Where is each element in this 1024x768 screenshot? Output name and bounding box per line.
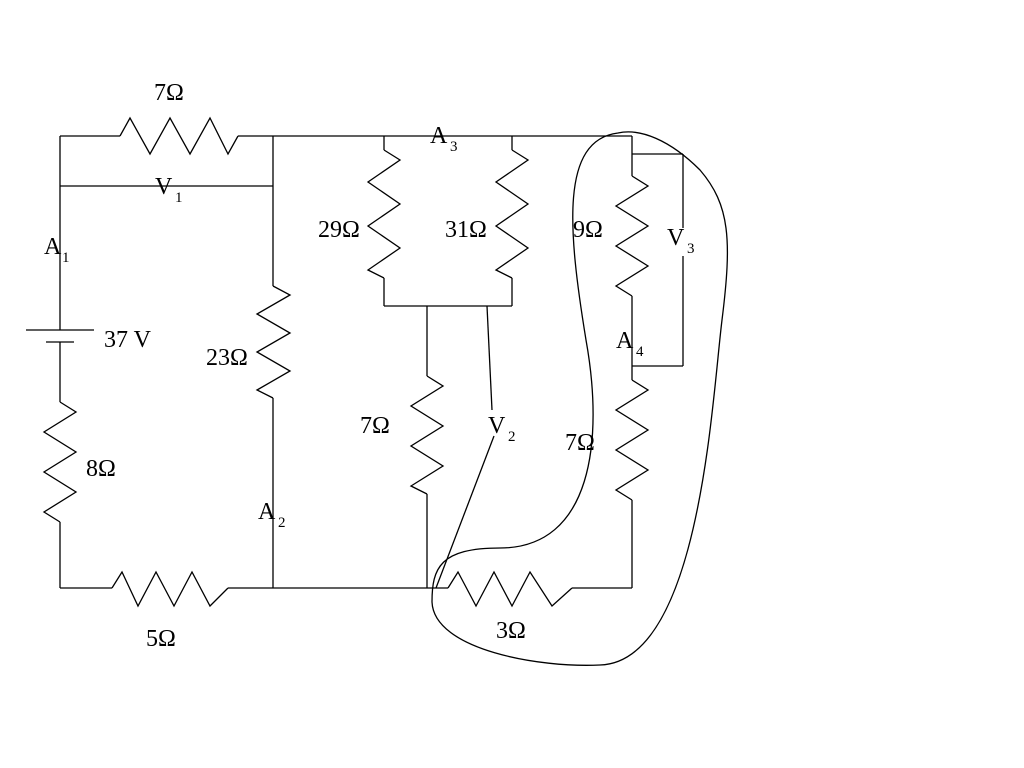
resistor-parallel-29 (366, 149, 402, 279)
label-r-right-upper: 9Ω (573, 217, 603, 243)
meter-a1: A 1 (44, 234, 70, 266)
meter-v3-index: 3 (687, 241, 695, 257)
resistor-center-7 (409, 375, 445, 495)
meter-v3-letter: V (667, 225, 685, 251)
meter-a1-letter: A (44, 234, 62, 260)
label-r-bottom-left: 5Ω (146, 626, 176, 652)
meter-a3-letter: A (430, 123, 448, 149)
component-labels: 7Ω 37 V 8Ω 5Ω 23Ω 29Ω 31Ω 7Ω 9Ω 7Ω 3Ω (86, 80, 603, 652)
label-battery: 37 V (104, 327, 152, 353)
wire-v2-lower (435, 435, 495, 589)
meter-v1-index: 1 (175, 190, 183, 206)
label-r-top-left: 7Ω (154, 80, 184, 106)
meter-a1-index: 1 (62, 250, 70, 266)
resistors (42, 116, 650, 608)
wire-v2-upper (486, 305, 493, 411)
label-r-left: 8Ω (86, 456, 116, 482)
meter-v1-letter: V (155, 174, 173, 200)
meter-a2-letter: A (258, 499, 276, 525)
resistor-parallel-31 (494, 149, 530, 279)
resistor-left-8 (42, 401, 78, 523)
meter-v3: V 3 (667, 225, 695, 257)
battery-symbol (26, 329, 94, 343)
meter-v2: V 2 (488, 413, 516, 445)
label-r-center: 7Ω (360, 413, 390, 439)
meter-a4-index: 4 (636, 344, 644, 360)
resistor-mid-23 (255, 285, 292, 399)
meter-a2-index: 2 (278, 515, 286, 531)
meter-a3: A 3 (430, 123, 458, 155)
meter-v1: V 1 (155, 174, 183, 206)
resistor-right-7 (614, 379, 650, 501)
label-r-parallel-a: 29Ω (318, 217, 360, 243)
resistor-bottom-right-3 (447, 570, 573, 608)
label-r-parallel-b: 31Ω (445, 217, 487, 243)
resistor-right-9 (614, 175, 650, 297)
meter-a2: A 2 (258, 499, 286, 531)
meter-a3-index: 3 (450, 139, 458, 155)
label-r-bottom-right: 3Ω (496, 618, 526, 644)
meter-a4-letter: A (616, 328, 634, 354)
resistor-bottom-left-5 (111, 570, 229, 608)
highlight-loop (431, 131, 729, 666)
meter-a4: A 4 (616, 328, 644, 360)
resistor-top-left-7 (119, 116, 239, 156)
meter-v2-letter: V (488, 413, 506, 439)
label-r-mid: 23Ω (206, 345, 248, 371)
meter-v2-index: 2 (508, 429, 516, 445)
label-r-right-lower: 7Ω (565, 430, 595, 456)
wires (59, 135, 684, 589)
meter-labels: A 1 V 1 A 2 A 3 V 2 V 3 A 4 (44, 123, 695, 531)
